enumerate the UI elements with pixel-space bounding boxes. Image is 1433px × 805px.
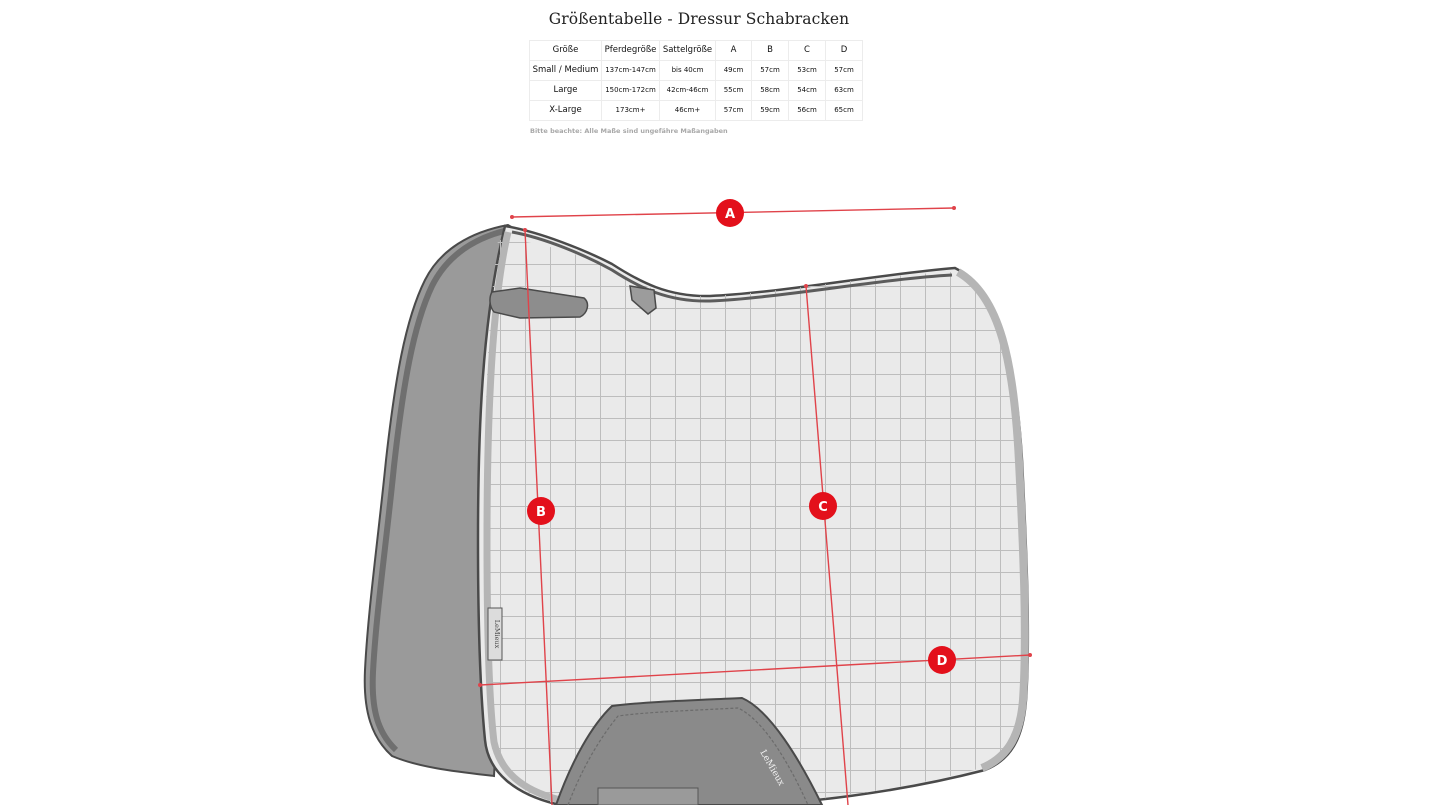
- girth-patch-stitching: [567, 707, 809, 805]
- measure-end-c1: [804, 284, 808, 288]
- measure-end-a1: [510, 215, 514, 219]
- table-row: Large 150cm-172cm 42cm-46cm 55cm 58cm 54…: [529, 80, 863, 101]
- side-label-tag: [487, 607, 503, 661]
- marker-c-label: C: [818, 500, 828, 515]
- logo-badge-icon: [629, 285, 657, 315]
- marker-b: B: [527, 497, 555, 525]
- table-cell: 46cm+: [659, 100, 716, 121]
- measure-end-d1: [478, 683, 482, 687]
- measurement-note: Bitte beachte: Alle Maße sind ungefähre …: [530, 127, 728, 135]
- page-title: Größentabelle - Dressur Schabracken: [548, 10, 850, 28]
- girth-patch: [554, 696, 824, 805]
- marker-d-label: D: [937, 654, 948, 669]
- table-row: X-Large 173cm+ 46cm+ 57cm 59cm 56cm 65cm: [529, 100, 863, 121]
- marker-a-label: A: [725, 207, 735, 222]
- measure-end-d2: [1028, 653, 1032, 657]
- marker-b-circle: [527, 497, 555, 525]
- table-cell: 59cm: [751, 100, 789, 121]
- marker-a: A: [716, 199, 744, 227]
- pad-underside-binding: [369, 227, 509, 753]
- pad-binding: [511, 230, 953, 303]
- pad-binding-left: [483, 231, 561, 804]
- marker-c: C: [809, 492, 837, 520]
- table-cell: 65cm: [825, 100, 863, 121]
- marker-b-label: B: [536, 505, 546, 520]
- table-cell: 57cm: [715, 100, 752, 121]
- marker-d: D: [928, 646, 956, 674]
- front-strap: [489, 287, 589, 319]
- table-row: Small / Medium 137cm-147cm bis 40cm 49cm…: [529, 60, 863, 81]
- pad-binding-right: [955, 268, 1029, 772]
- size-chart-table: Größe Pferdegröße Sattelgröße A B C D Sm…: [529, 40, 863, 121]
- measure-end-a2: [952, 206, 956, 210]
- side-label-text: LeMieux: [493, 620, 501, 649]
- measure-end-b1: [523, 228, 527, 232]
- marker-c-circle: [809, 492, 837, 520]
- measure-line-c: [805, 285, 849, 805]
- girth-patch-label: [597, 787, 699, 805]
- marker-d-circle: [928, 646, 956, 674]
- marker-a-circle: [716, 199, 744, 227]
